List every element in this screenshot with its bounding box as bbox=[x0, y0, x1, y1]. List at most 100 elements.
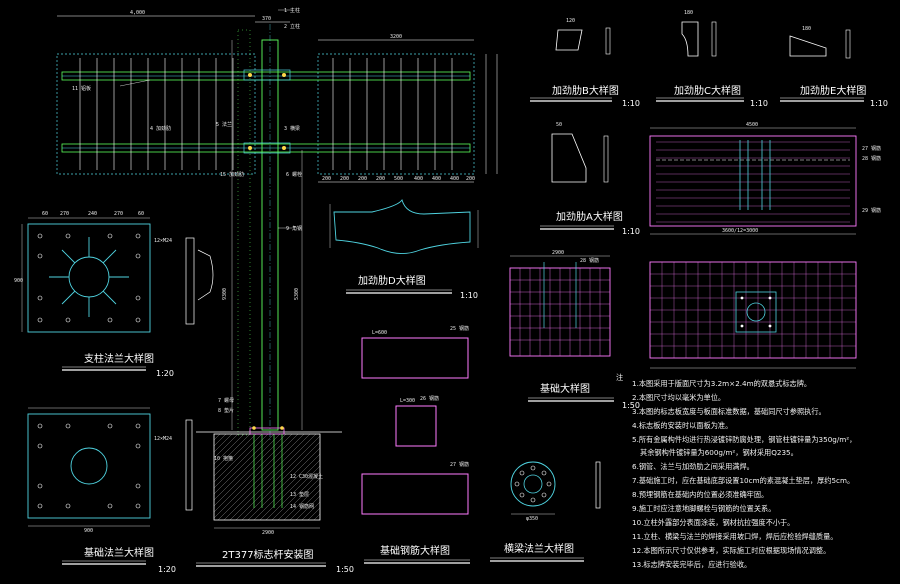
caption-base-flange: 基础法兰大样图 bbox=[84, 546, 154, 559]
dim-found-rows: 3600/12=3000 bbox=[722, 228, 758, 234]
sign-board-elevation: 4,000 370 3200 200 200 200 200 500 400 4… bbox=[56, 10, 498, 183]
tag-29: 29 钢筋 bbox=[862, 207, 881, 214]
svg-text:400: 400 bbox=[450, 176, 459, 182]
notes-block: 注 1.本图采用于版面尺寸为3.2m×2.4m的双悬式标志牌。 2.本图尺寸均以… bbox=[616, 373, 856, 569]
svg-text:200: 200 bbox=[376, 176, 385, 182]
caption-rib-c: 加劲肋C大样图 bbox=[674, 84, 741, 97]
dim-ring: φ350 bbox=[526, 516, 538, 522]
svg-text:200: 200 bbox=[466, 176, 475, 182]
rib-a-detail: 50 bbox=[551, 122, 609, 183]
scale-base-flange: 1:20 bbox=[158, 565, 176, 574]
scale-rib-b: 1:10 bbox=[622, 99, 640, 108]
dim-flange-h: 900 bbox=[14, 278, 23, 284]
tag-5: 5 法兰 bbox=[216, 121, 232, 128]
dim-pole-h2: 5300 bbox=[294, 288, 300, 300]
rib-c-detail: 180 bbox=[681, 10, 717, 57]
rib-e-detail: 180 bbox=[789, 26, 851, 59]
tag-28: 28 钢筋 bbox=[580, 257, 599, 264]
scale-rib-a: 1:10 bbox=[622, 227, 640, 236]
dim-top-right: 3200 bbox=[390, 34, 402, 40]
tag-7: 7 螺母 bbox=[218, 397, 234, 404]
svg-text:400: 400 bbox=[432, 176, 441, 182]
rib-b-detail: 120 bbox=[555, 18, 611, 55]
caption-rib-a: 加劲肋A大样图 bbox=[556, 210, 623, 223]
note-12: 12.本图所示尺寸仅供参考，实际施工时应根据现场情况调整。 bbox=[632, 546, 830, 555]
dim-top-mid: 370 bbox=[262, 16, 271, 22]
note-9: 9.施工时应注意地脚螺栓与钢筋的位置关系。 bbox=[632, 504, 775, 513]
rib-d-detail bbox=[329, 198, 479, 254]
post-flange-detail: 60 270 240 270 60 900 12×M24 bbox=[14, 211, 214, 333]
dim-pole-h: 9300 bbox=[222, 288, 228, 300]
tag-26: 26 钢筋 bbox=[420, 395, 439, 402]
tag-L-a: L=600 bbox=[372, 330, 387, 336]
svg-text:120: 120 bbox=[566, 18, 575, 24]
tag-L-b: L=300 bbox=[400, 398, 415, 404]
notes-title: 注 bbox=[616, 373, 623, 382]
note-13: 13.标志牌安装完毕后，应进行验收。 bbox=[632, 560, 751, 569]
dim-base-w: 2900 bbox=[262, 530, 274, 536]
svg-text:180: 180 bbox=[684, 10, 693, 16]
tag-14: 14 钢筋网 bbox=[290, 503, 314, 510]
note-8: 8.预埋钢筋在基础内的位置必须准确牢固。 bbox=[632, 490, 768, 499]
caption-rebar: 基础钢筋大样图 bbox=[380, 544, 450, 557]
note-6: 6.钢管、法兰与加劲肋之间采用满焊。 bbox=[632, 462, 754, 471]
caption-post-flange: 支柱法兰大样图 bbox=[84, 352, 154, 365]
tag-bolt-2: 12×M24 bbox=[154, 436, 172, 442]
tag-3: 3 横梁 bbox=[284, 125, 300, 132]
caption-foundation: 基础大样图 bbox=[540, 382, 590, 395]
scale-post-flange: 1:20 bbox=[156, 369, 174, 378]
tag-2: 2 立柱 bbox=[284, 23, 300, 30]
tag-1: 1 主柱 bbox=[284, 7, 300, 14]
crossarm-flange-detail: φ350 bbox=[510, 461, 601, 522]
note-10: 10.立柱外露部分表面涂装，钢材抗拉强度不小于。 bbox=[632, 518, 794, 527]
tag-6: 6 螺栓 bbox=[286, 171, 302, 178]
foundation-plan-top: 4500 3600/12=3000 27 钢筋 28 钢筋 29 钢筋 bbox=[649, 122, 881, 235]
scale-foundation: 1:50 bbox=[622, 401, 640, 410]
note-1: 1.本图采用于版面尺寸为3.2m×2.4m的双悬式标志牌。 bbox=[632, 379, 811, 388]
note-7: 7.基础施工时，应在基础底部设置10cm的素混凝土垫层，厚约5cm。 bbox=[632, 476, 854, 485]
note-4: 4.标志板的安装时以面板为准。 bbox=[632, 421, 732, 430]
scale-install: 1:50 bbox=[336, 565, 354, 574]
svg-text:200: 200 bbox=[322, 176, 331, 182]
svg-text:270: 270 bbox=[114, 211, 123, 217]
note-3: 3.本图的标志板宽度与板面标准数据，基础同尺寸参照执行。 bbox=[632, 407, 826, 416]
tag-8: 8 垫片 bbox=[218, 407, 234, 414]
base-flange-detail: 900 12×M24 bbox=[27, 407, 193, 534]
dim-found-top: 4500 bbox=[746, 122, 758, 128]
svg-text:400: 400 bbox=[414, 176, 423, 182]
caption-rib-e: 加劲肋E大样图 bbox=[800, 84, 866, 97]
main-pole: 9300 5300 1 主柱 2 立柱 3 横梁 5 法兰 6 螺栓 15 加劲… bbox=[216, 7, 303, 440]
foundation-plan-small: 2900 28 钢筋 bbox=[509, 250, 611, 357]
svg-text:200: 200 bbox=[340, 176, 349, 182]
note-5b: 其余钢构件镀锌量为600g/m²，钢材采用Q235。 bbox=[640, 448, 798, 457]
note-11: 11.立柱、横梁与法兰的焊接采用坡口焊，焊后应检验焊缝质量。 bbox=[632, 532, 838, 541]
note-2: 2.本图尺寸均以毫米为单位。 bbox=[632, 393, 725, 402]
tag-27: 27 钢筋 bbox=[450, 461, 469, 468]
caption-crossarm-flange: 横梁法兰大样图 bbox=[504, 542, 574, 555]
tag-12: 12 C30混凝土 bbox=[290, 473, 323, 480]
tag-25: 25 钢筋 bbox=[450, 325, 469, 332]
svg-text:270: 270 bbox=[60, 211, 69, 217]
caption-install: 2T377标志杆安装图 bbox=[222, 548, 314, 561]
tag-27b: 27 钢筋 bbox=[862, 145, 881, 152]
scale-rib-e: 1:10 bbox=[870, 99, 888, 108]
svg-text:180: 180 bbox=[802, 26, 811, 32]
dim-found-w: 2900 bbox=[552, 250, 564, 256]
foundation-section: 2900 7 螺母 8 垫片 10 抱箍 12 C30混凝土 13 垫层 14 … bbox=[196, 397, 342, 536]
tag-15: 15 加劲肋 bbox=[220, 171, 244, 178]
caption-rib-b: 加劲肋B大样图 bbox=[552, 84, 619, 97]
svg-text:240: 240 bbox=[88, 211, 97, 217]
svg-text:60: 60 bbox=[138, 211, 144, 217]
svg-text:200: 200 bbox=[358, 176, 367, 182]
tag-bolt: 12×M24 bbox=[154, 238, 172, 244]
foundation-plan-bottom bbox=[649, 261, 857, 369]
rebar-details: 25 钢筋 L=600 26 钢筋 L=300 27 钢筋 bbox=[361, 325, 469, 515]
scale-rib-c: 1:10 bbox=[750, 99, 768, 108]
caption-rib-d: 加劲肋D大样图 bbox=[358, 274, 426, 287]
tag-11: 11 铝板 bbox=[72, 85, 91, 92]
svg-text:500: 500 bbox=[394, 176, 403, 182]
tag-4: 4 加劲肋 bbox=[150, 125, 171, 132]
tag-10: 10 抱箍 bbox=[214, 455, 233, 462]
plan-segments: 200 200 200 200 500 400 400 400 200 bbox=[322, 176, 475, 182]
